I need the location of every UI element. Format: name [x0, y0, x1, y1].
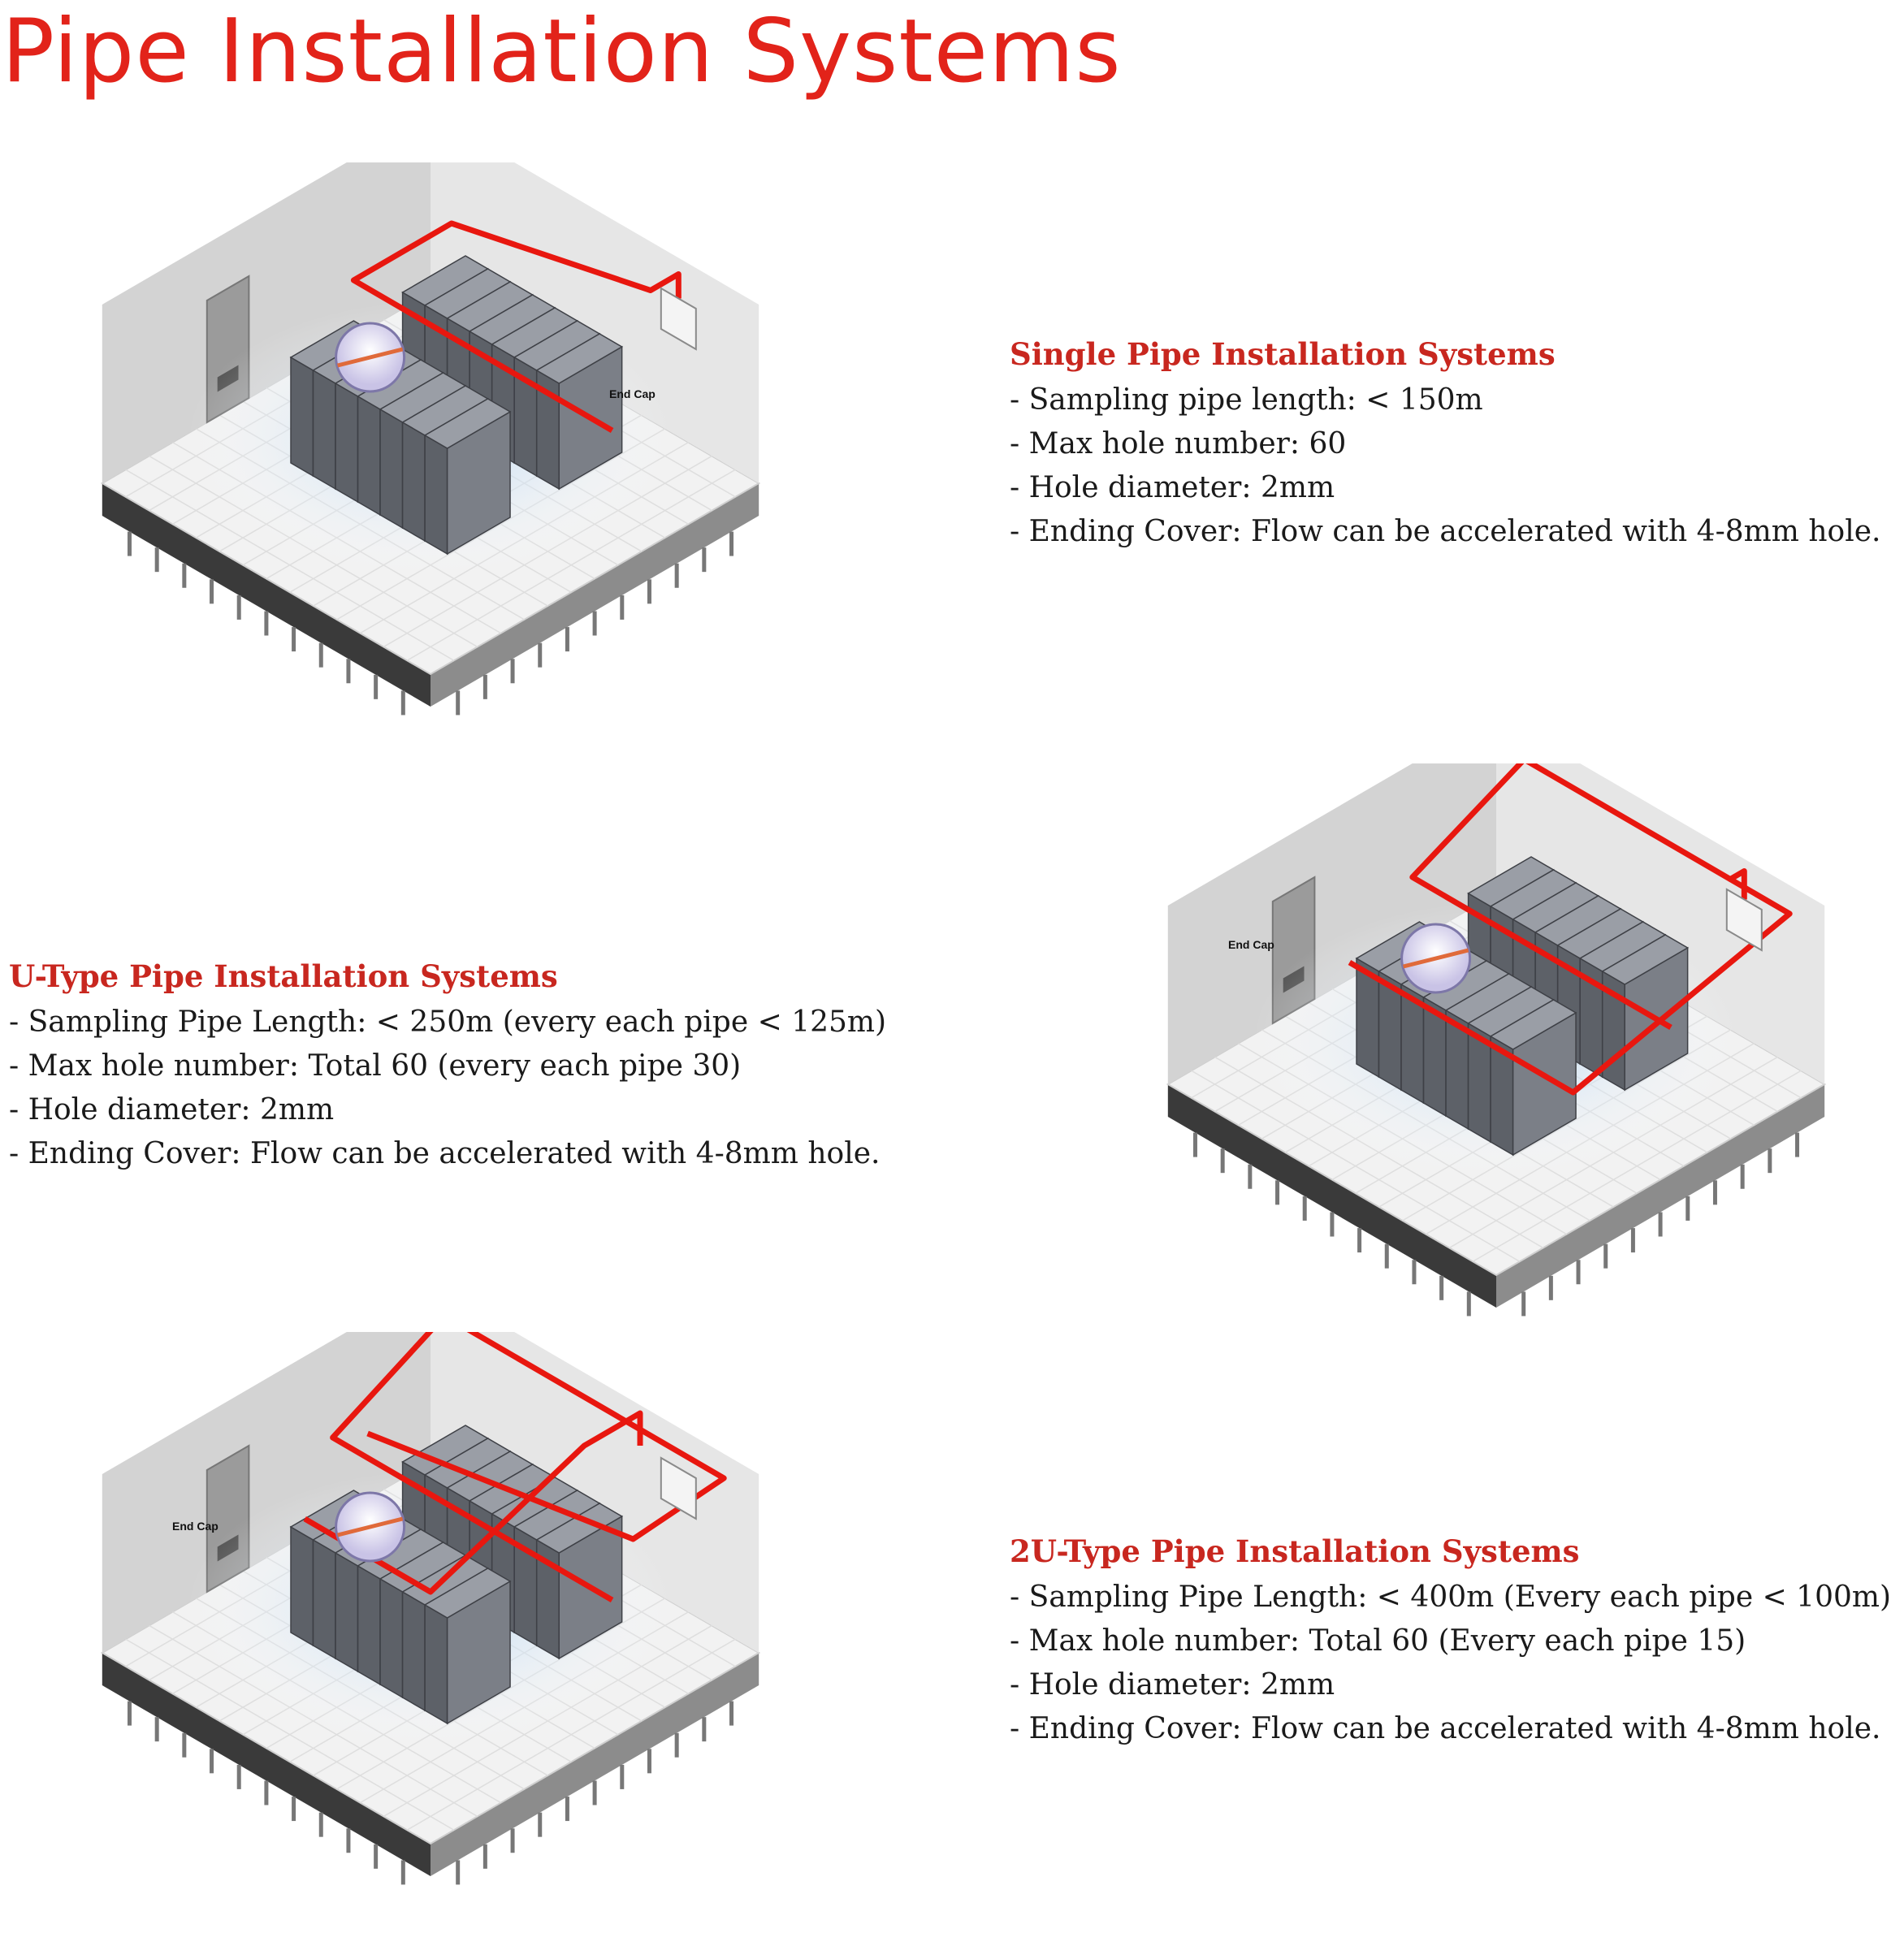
floor-edge: [102, 1653, 431, 1876]
2u-type-room-diagram: End Cap: [100, 1332, 761, 1885]
floor-edge: [1496, 1084, 1825, 1308]
magnified-pipe: [1402, 948, 1469, 969]
2u-type-pipe-section: 2U-Type Pipe Installation Systems - Samp…: [1010, 1532, 1891, 1751]
server-rack-top: [423, 398, 512, 449]
page-title: Pipe Installation Systems: [2, 1, 1122, 102]
spec-item: - Ending Cover: Flow can be accelerated …: [9, 1137, 881, 1170]
detector-panel-icon: [1725, 888, 1763, 952]
server-rack-icon: [357, 395, 381, 517]
spec-list: - Sampling Pipe Length: < 400m (Every ea…: [1010, 1576, 1891, 1751]
server-rack-icon: [424, 434, 448, 556]
spec-item: - Max hole number: 60: [1010, 427, 1347, 461]
single-pipe-room-diagram: End Cap: [100, 162, 761, 716]
floor-edge: [1167, 1084, 1496, 1308]
right-wall: [431, 1332, 759, 1653]
floor-tile-line: [125, 469, 455, 661]
floor-tile-line: [1191, 1070, 1521, 1262]
spec-list: - Sampling Pipe Length: < 250m (every ea…: [9, 1001, 886, 1176]
room-illustration: [1166, 763, 1827, 1317]
left-wall: [102, 162, 431, 483]
end-cap-label: End Cap: [1228, 938, 1274, 951]
floor-edge: [102, 483, 431, 707]
floor-edge: [431, 483, 759, 707]
spec-item: - Hole diameter: 2mm: [9, 1093, 335, 1127]
floor-tile-line: [125, 1638, 455, 1831]
server-rack-icon: [312, 369, 336, 491]
spec-item: - Sampling Pipe Length: < 400m (Every ea…: [1010, 1581, 1892, 1614]
section-heading: Single Pipe Installation Systems: [1010, 336, 1556, 372]
server-rack-icon: [290, 1525, 314, 1647]
spec-item: - Ending Cover: Flow can be accelerated …: [1010, 515, 1881, 548]
spec-item: - Sampling pipe length: < 150m: [1010, 383, 1483, 417]
single-pipe-section: Single Pipe Installation Systems - Sampl…: [1010, 335, 1881, 554]
server-rack-icon: [401, 1590, 426, 1712]
server-rack-icon: [424, 1603, 448, 1725]
magnified-pipe: [336, 347, 404, 368]
server-rack-top: [535, 333, 624, 384]
spec-item: - Sampling Pipe Length: < 250m (every ea…: [9, 1005, 887, 1039]
room-illustration: [100, 162, 761, 716]
magnified-pipe: [336, 1516, 404, 1537]
sampling-pipe: [350, 220, 682, 434]
server-rack-icon: [379, 1577, 404, 1699]
floor-tile-line: [406, 1638, 736, 1831]
u-type-room-diagram: End Cap: [1166, 763, 1827, 1317]
section-heading: U-Type Pipe Installation Systems: [9, 958, 558, 994]
server-rack-icon: [379, 408, 404, 530]
spec-item: - Ending Cover: Flow can be accelerated …: [1010, 1712, 1881, 1745]
sampling-pipe-segment: [1348, 876, 1793, 1096]
sampling-pipe-segment: [1409, 763, 1747, 1031]
left-wall: [102, 1332, 431, 1653]
floor-tile-line: [1472, 1070, 1802, 1262]
server-rack-top: [1601, 934, 1690, 985]
spec-list: - Sampling pipe length: < 150m - Max hol…: [1010, 378, 1881, 554]
u-type-pipe-section: U-Type Pipe Installation Systems - Sampl…: [9, 957, 886, 1176]
left-wall: [1167, 763, 1496, 1084]
spec-item: - Hole diameter: 2mm: [1010, 1668, 1335, 1702]
server-rack-top: [535, 1503, 624, 1554]
sampling-pipe-segment: [330, 1332, 643, 1603]
sampling-pipe: [1348, 763, 1793, 1096]
end-cap-label: End Cap: [172, 1520, 219, 1533]
sampling-pipe-segment: [350, 220, 682, 434]
end-cap-label: End Cap: [609, 387, 656, 400]
detector-panel-icon: [660, 287, 697, 351]
server-rack-icon: [335, 382, 359, 504]
room-illustration: [100, 1332, 761, 1885]
server-rack-icon: [335, 1551, 359, 1673]
server-rack-top: [423, 1568, 512, 1619]
floor-tile-line: [406, 469, 736, 661]
spec-item: - Hole diameter: 2mm: [1010, 471, 1335, 504]
server-rack-icon: [401, 421, 426, 543]
right-wall: [1496, 763, 1825, 1084]
server-rack-icon: [312, 1538, 336, 1660]
detector-panel-icon: [660, 1456, 697, 1520]
spec-item: - Max hole number: Total 60 (every each …: [9, 1049, 742, 1083]
server-rack-top: [1489, 999, 1577, 1050]
floor-edge: [431, 1653, 759, 1876]
spec-item: - Max hole number: Total 60 (Every each …: [1010, 1624, 1746, 1658]
server-rack-icon: [357, 1564, 381, 1686]
server-rack-icon: [290, 356, 314, 478]
section-heading: 2U-Type Pipe Installation Systems: [1010, 1533, 1580, 1569]
